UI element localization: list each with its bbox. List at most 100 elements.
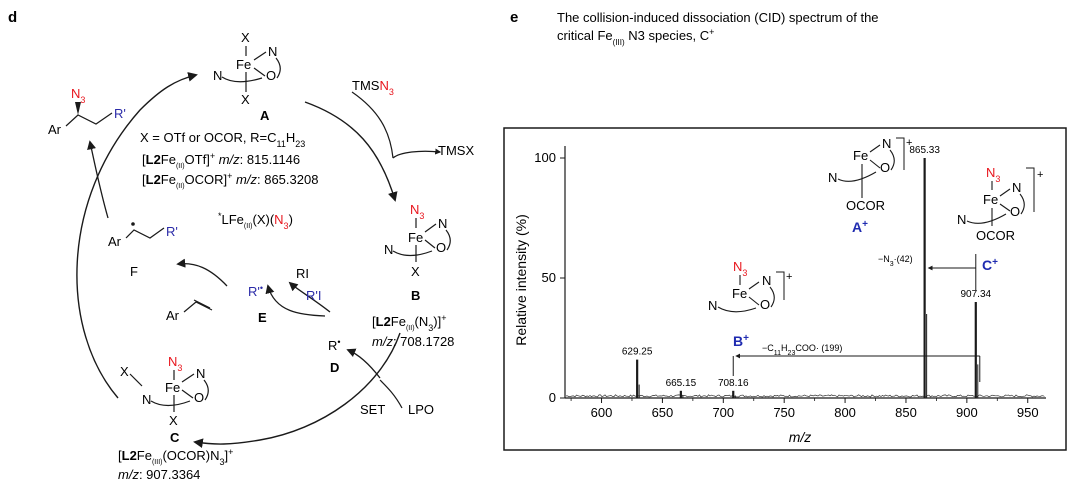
n3-loss-annotation: −N3·(42): [878, 254, 913, 268]
complex-c-x-top: X: [120, 364, 129, 379]
inset-a-o: O: [880, 160, 890, 175]
complex-b-fe: Fe: [408, 230, 423, 245]
complex-b-n3: N3: [410, 202, 424, 221]
inset-b-o: O: [760, 297, 770, 312]
r-i-label: R'I: [306, 288, 321, 303]
peak-label-4: 907.34: [960, 289, 991, 300]
complex-b-x: X: [411, 264, 420, 279]
y-tick-label: 50: [542, 270, 556, 285]
x-tick-label: 750: [773, 405, 795, 420]
inset-c-fe: Fe: [983, 192, 998, 207]
x-tick-label: 950: [1017, 405, 1039, 420]
inset-a-fe: Fe: [853, 148, 868, 163]
product-ar: Ar: [48, 122, 62, 137]
complex-c-n1: N: [196, 366, 205, 381]
inset-b-n3: N3: [733, 259, 747, 278]
radical-e-label: E: [258, 310, 267, 325]
inset-c-charge: +: [1037, 169, 1043, 181]
radical-f-ar: Ar: [108, 234, 122, 249]
x-tick-label: 900: [956, 405, 978, 420]
x-axis-label: m/z: [789, 429, 812, 445]
chart-title-line1: The collision-induced dissociation (CID)…: [557, 10, 879, 25]
inset-c-n2: N: [957, 212, 966, 227]
inset-a-ocor: OCOR: [846, 198, 885, 213]
inset-a-n1: N: [882, 136, 891, 151]
x-tick-label: 700: [712, 405, 734, 420]
arrow-tmsx-out: [392, 148, 442, 159]
x-tick-label: 600: [591, 405, 613, 420]
ion-otf: [L2Fe(II)OTf]+ m/z: 815.1146: [142, 151, 300, 170]
radical-f: Ar R' F: [108, 222, 178, 279]
ion-c-mz: m/z: 907.3364: [118, 467, 200, 482]
inset-c-n3: N3: [986, 165, 1000, 184]
radical-f-r: R': [166, 224, 178, 239]
product-n3: N3: [71, 86, 85, 105]
arrow-a-to-b: [304, 101, 398, 202]
inset-b-charge: +: [786, 271, 792, 283]
tmsx-label: TMSX: [438, 143, 474, 158]
lpo-tail: [379, 379, 403, 409]
product-structure: Ar N3 R': [48, 86, 126, 137]
peak-label-3: 865.33: [909, 145, 940, 156]
complex-a-n2: N: [213, 68, 222, 83]
complex-b-n1: N: [438, 216, 447, 231]
peak-label-2: 708.16: [718, 378, 749, 389]
complex-a-fe: Fe: [236, 57, 251, 72]
inset-c-n1: N: [1012, 180, 1021, 195]
x-tick-label: 850: [895, 405, 917, 420]
complex-b: N3 Fe N O N X B: [384, 202, 451, 303]
arrow-c-to-a: [76, 72, 198, 399]
inset-b-n2: N: [708, 298, 717, 313]
inset-b-label: B+: [733, 333, 749, 350]
inset-c-label: C+: [982, 257, 998, 274]
acid-loss-annotation: −C11H23COO· (199): [762, 343, 842, 357]
y-tick-label: 0: [549, 390, 556, 405]
alkene-ar: Ar: [166, 308, 180, 323]
chart-title-line2: critical Fe(III) N3 species, C+: [557, 27, 714, 47]
baseline-noise: [565, 394, 1045, 398]
chart-frame: [503, 127, 1067, 451]
complex-a-x-top: X: [241, 30, 250, 45]
complex-a-o: O: [266, 68, 276, 83]
inset-c-o: O: [1010, 204, 1020, 219]
radical-f-label: F: [130, 264, 138, 279]
complex-a-n1: N: [268, 44, 277, 59]
ion-ocor: [L2Fe(II)OCOR]+ m/z: 865.3208: [142, 171, 318, 190]
arrow-d-to-e: [288, 281, 331, 313]
arrow-b-to-c: [193, 332, 401, 449]
complex-c-o: O: [194, 390, 204, 405]
complex-c-label: C: [170, 430, 180, 445]
arrow-e-to-f: [176, 258, 228, 287]
complex-a-x-bottom: X: [241, 92, 250, 107]
inset-c-ocor: OCOR: [976, 228, 1015, 243]
ri-label: RI: [296, 266, 309, 281]
inset-a-label: A+: [852, 219, 868, 236]
y-tick-label: 100: [534, 150, 556, 165]
complex-c-fe: Fe: [165, 380, 180, 395]
arrow-f-to-product: [87, 140, 109, 219]
lpo-label: LPO: [408, 402, 434, 417]
peak-label-0: 629.25: [622, 347, 653, 358]
set-label: SET: [360, 402, 385, 417]
radical-d: R•: [328, 337, 341, 353]
inset-c-structure: N3 Fe N O N OCOR + C+: [957, 165, 1043, 273]
ion-b-mz: m/z: 708.1728: [372, 334, 454, 349]
loss-arrows: [732, 254, 981, 382]
product-r: R': [114, 106, 126, 121]
complex-c-x-bottom: X: [169, 413, 178, 428]
complex-b-n2: N: [384, 242, 393, 257]
panel-d-label: d: [8, 9, 17, 26]
complex-c-n2: N: [142, 392, 151, 407]
x-tick-label: 650: [652, 405, 674, 420]
radical-e: R'•: [248, 283, 263, 299]
tmsn3-label: TMSN3: [352, 78, 394, 97]
arrow-e-from-d: [265, 284, 326, 317]
arrow-lpo-to-d: [346, 348, 381, 379]
complex-a: X Fe N O N X A: [213, 30, 281, 123]
peak-label-1: 665.15: [666, 378, 697, 389]
alkene: Ar: [166, 299, 213, 323]
panel-e-label: e: [510, 9, 518, 26]
complex-c-n3: N3: [168, 354, 182, 373]
